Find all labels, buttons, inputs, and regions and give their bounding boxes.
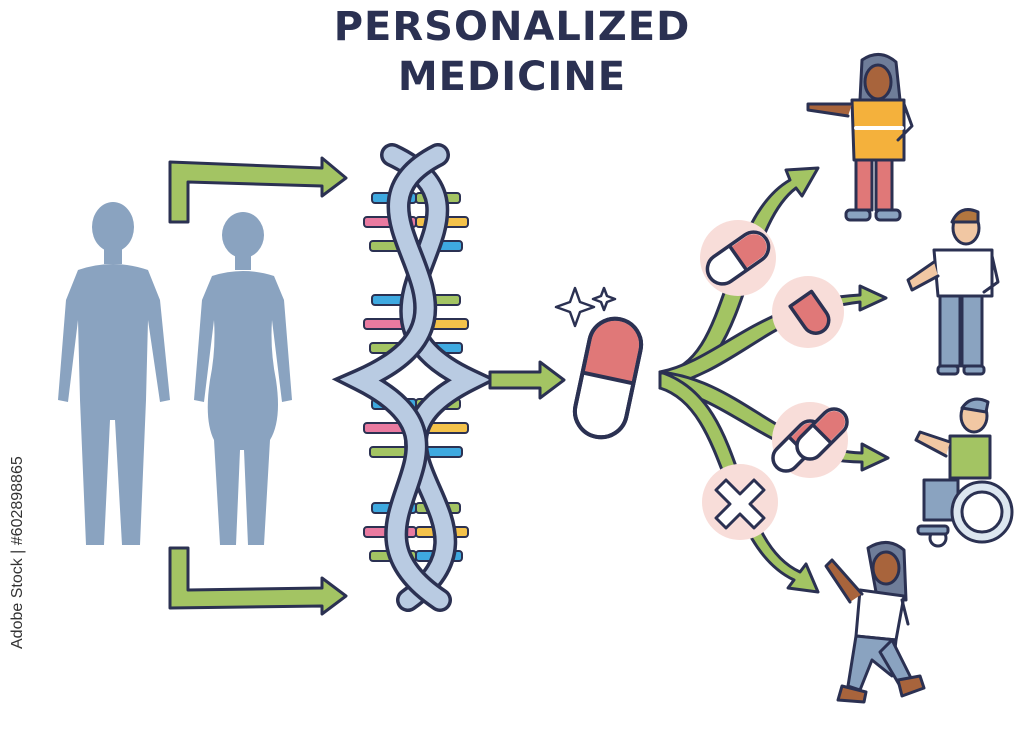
arrow-dna-to-pill: [488, 360, 566, 400]
title-line-1: PERSONALIZED: [333, 4, 691, 50]
title-line-2: MEDICINE: [397, 54, 627, 100]
human-silhouettes-icon: [58, 202, 292, 545]
dna-helix-icon: [331, 143, 498, 612]
cross-icon: [714, 478, 766, 530]
double-capsule-option-badge: [771, 402, 849, 478]
tablet-option-badge: [772, 276, 844, 348]
sparkle-icon: [554, 286, 617, 328]
male-silhouette-icon: [58, 202, 170, 545]
capsule-icon: [572, 316, 644, 440]
female-silhouette-icon: [194, 212, 292, 545]
wheelchair-user-icon: [914, 397, 1014, 548]
capsule-option-badge: [700, 220, 776, 296]
woman-standing-icon: [806, 53, 914, 222]
stock-credit: Adobe Stock | #602898865: [9, 456, 26, 649]
person-dancing-icon: [824, 541, 926, 704]
arrow-top-to-dna: [168, 156, 348, 224]
man-standing-icon: [906, 208, 1000, 376]
branch-arrows: [658, 166, 890, 594]
rejected-option-badge: [702, 464, 778, 540]
arrow-bottom-to-dna: [168, 546, 348, 616]
